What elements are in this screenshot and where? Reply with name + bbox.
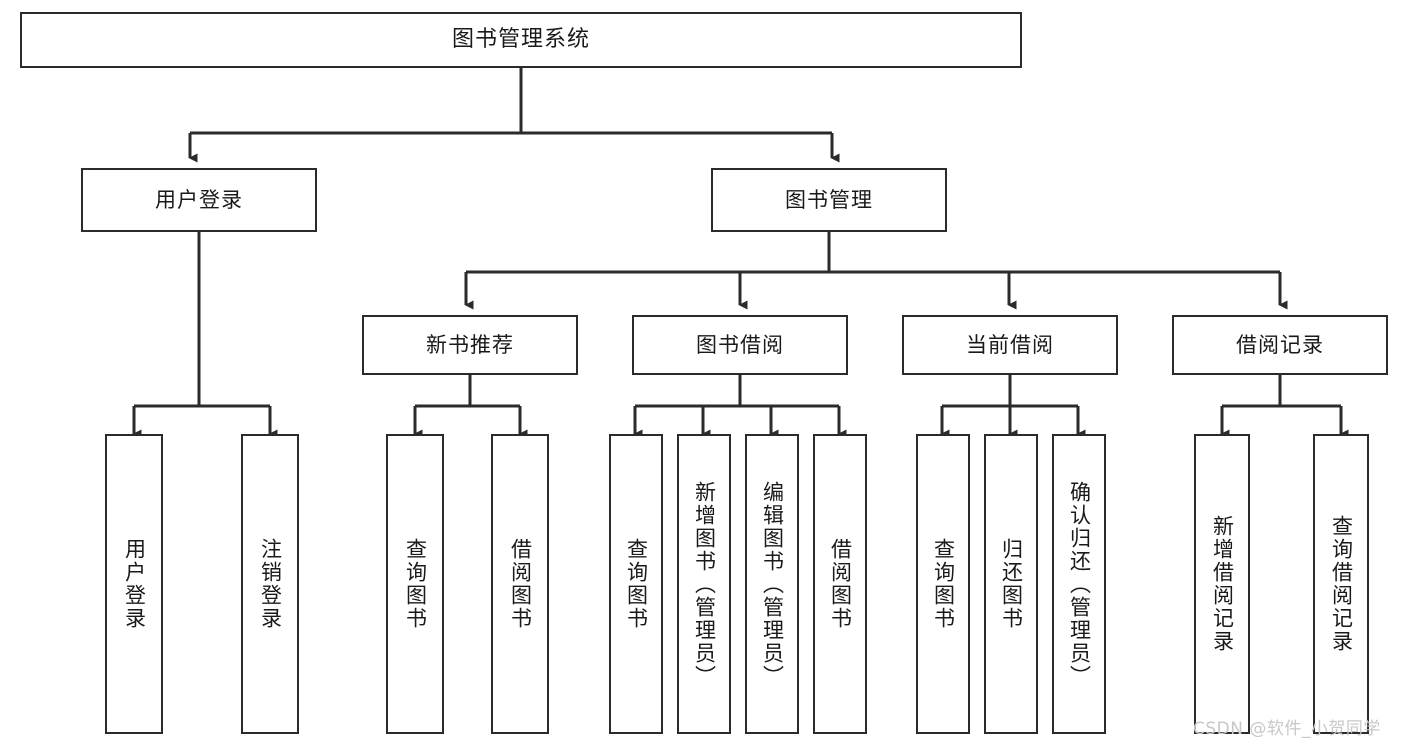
leaf-query-borrow-record[interactable]: 查询借阅记录 [1313, 434, 1369, 734]
node-root-system[interactable]: 图书管理系统 [20, 12, 1022, 68]
leaf-add-borrow-record[interactable]: 新增借阅记录 [1194, 434, 1250, 734]
node-user-login[interactable]: 用户登录 [81, 168, 317, 232]
node-label: 查询借阅记录 [1329, 515, 1354, 653]
leaf-query-book-borrow[interactable]: 查询图书 [609, 434, 663, 734]
leaf-query-book-current[interactable]: 查询图书 [916, 434, 970, 734]
node-book-borrow[interactable]: 图书借阅 [632, 315, 848, 375]
node-label: 图书借阅 [696, 332, 784, 357]
node-label: 新书推荐 [426, 332, 514, 357]
node-label: 借阅图书 [828, 538, 853, 630]
leaf-query-book-recommend[interactable]: 查询图书 [386, 434, 444, 734]
node-label: 新增图书（管理员） [692, 480, 717, 688]
node-label: 查询图书 [624, 538, 649, 630]
leaf-edit-book[interactable]: 编辑图书（管理员） [745, 434, 799, 734]
node-label: 当前借阅 [966, 332, 1054, 357]
node-label: 借阅记录 [1236, 332, 1324, 357]
node-label: 图书管理系统 [451, 27, 590, 53]
node-new-book-recommend[interactable]: 新书推荐 [362, 315, 578, 375]
node-label: 借阅图书 [508, 538, 533, 630]
leaf-user-login[interactable]: 用户登录 [105, 434, 163, 734]
node-label: 归还图书 [999, 538, 1024, 630]
node-label: 用户登录 [122, 538, 147, 630]
csdn-watermark: CSDN @软件_小贺同学 [1193, 719, 1381, 739]
leaf-logout[interactable]: 注销登录 [241, 434, 299, 734]
node-label: 查询图书 [931, 538, 956, 630]
node-label: 用户登录 [155, 187, 243, 212]
leaf-borrow-book-recommend[interactable]: 借阅图书 [491, 434, 549, 734]
node-label: 编辑图书（管理员） [760, 480, 785, 688]
node-book-management[interactable]: 图书管理 [711, 168, 947, 232]
leaf-confirm-return[interactable]: 确认归还（管理员） [1052, 434, 1106, 734]
node-label: 确认归还（管理员） [1067, 480, 1092, 688]
node-label: 注销登录 [258, 538, 283, 630]
leaf-return-book[interactable]: 归还图书 [984, 434, 1038, 734]
node-borrow-record[interactable]: 借阅记录 [1172, 315, 1388, 375]
node-current-borrow[interactable]: 当前借阅 [902, 315, 1118, 375]
leaf-borrow-book[interactable]: 借阅图书 [813, 434, 867, 734]
node-label: 查询图书 [403, 538, 428, 630]
leaf-add-book[interactable]: 新增图书（管理员） [677, 434, 731, 734]
node-label: 图书管理 [785, 187, 873, 212]
node-label: 新增借阅记录 [1210, 515, 1235, 653]
